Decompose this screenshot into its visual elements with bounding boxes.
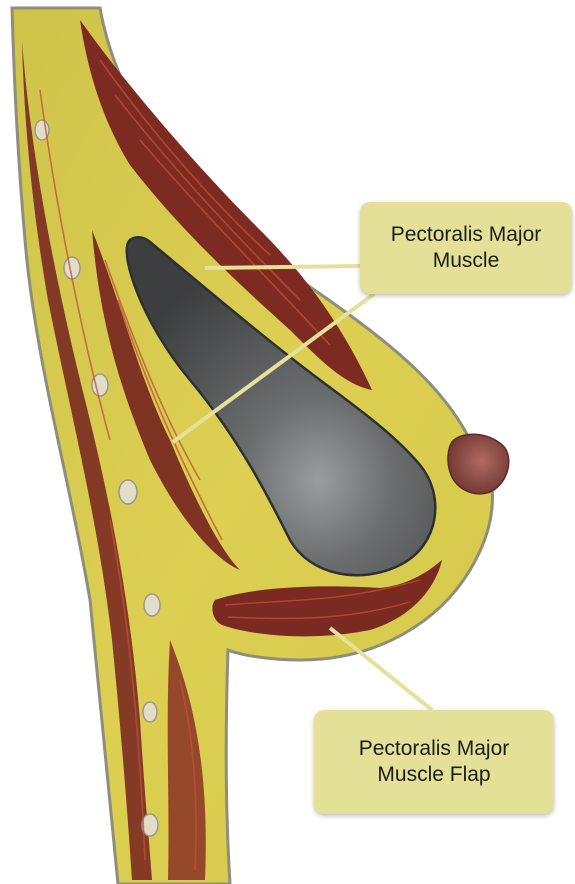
label-pectoralis-major-muscle: Pectoralis Major Muscle — [360, 202, 572, 294]
label-top-line2: Muscle — [391, 248, 542, 274]
label-pectoralis-major-muscle-flap: Pectoralis Major Muscle Flap — [314, 710, 554, 814]
nipple — [448, 434, 509, 493]
label-top-line1: Pectoralis Major — [391, 222, 542, 248]
label-bottom-line1: Pectoralis Major — [359, 736, 510, 762]
leader-line-top — [205, 266, 362, 268]
label-bottom-line2: Muscle Flap — [359, 762, 510, 788]
